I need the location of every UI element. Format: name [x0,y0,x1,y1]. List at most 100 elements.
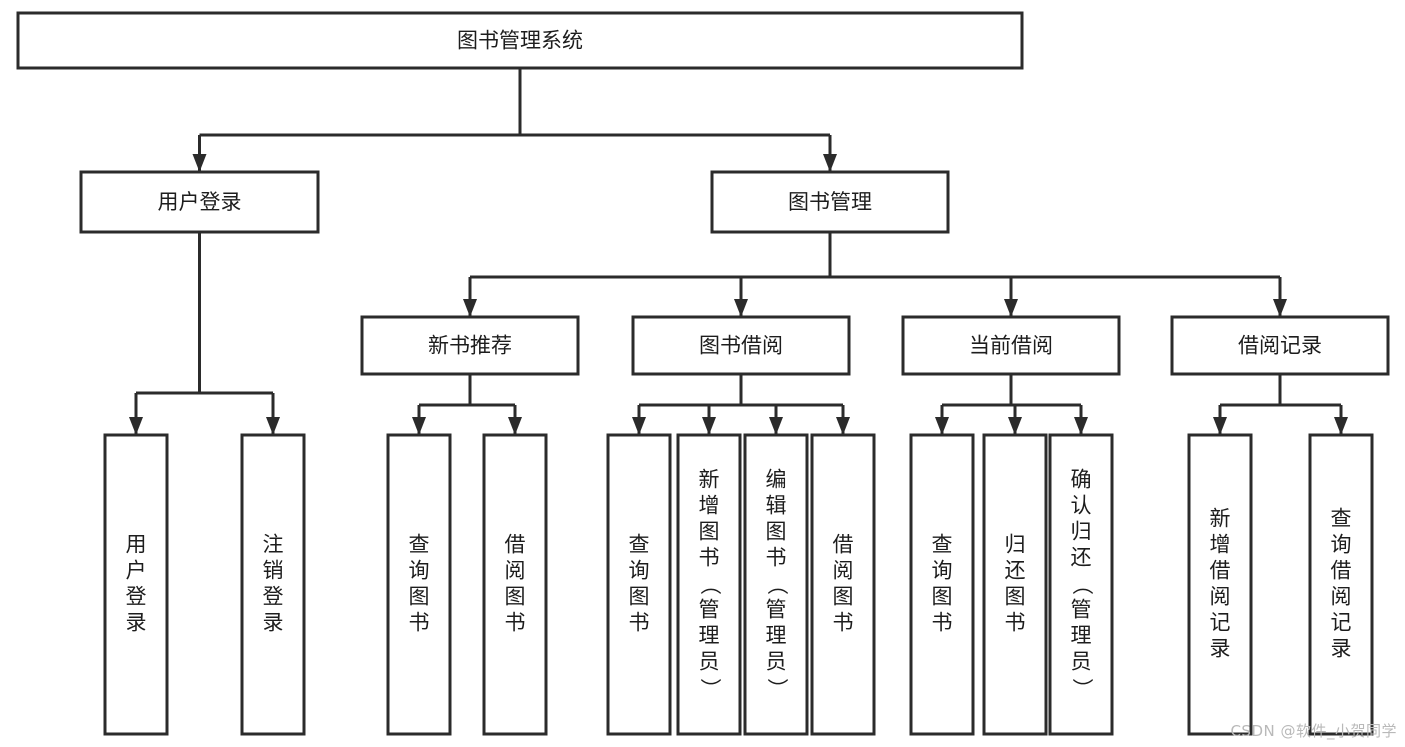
svg-text:阅: 阅 [833,559,854,583]
edge-book-mgmt-arrow-3 [1273,299,1287,317]
node-leaf-0[interactable]: 用户登录 [103,433,169,736]
node-leaf-6-box[interactable] [743,433,809,736]
node-leaf-0-box[interactable] [103,433,169,736]
svg-text:书: 书 [699,546,720,570]
svg-text:登: 登 [126,585,147,609]
node-level2-0[interactable]: 用户登录 [79,170,320,234]
svg-text:录: 录 [126,611,147,635]
svg-text:书: 书 [505,611,526,635]
svg-text:书: 书 [1005,611,1026,635]
node-level2-1[interactable]: 图书管理 [710,170,950,234]
node-level3-2-box[interactable] [901,315,1121,376]
node-root[interactable]: 图书管理系统 [16,11,1024,70]
node-level3-0-box[interactable] [360,315,580,376]
svg-text:记: 记 [1331,611,1352,635]
node-leaf-4-box[interactable] [606,433,672,736]
node-leaf-5-box[interactable] [676,433,742,736]
svg-text:图: 图 [699,520,720,544]
edge-user-login-arrow-1 [266,417,280,435]
svg-text:管: 管 [699,598,720,622]
node-level3-0[interactable]: 新书推荐 [360,315,580,376]
edge-l3-1-arrow-0 [632,417,646,435]
svg-text:借: 借 [1331,559,1352,583]
svg-text:编: 编 [766,468,787,492]
node-level2-0-label: 用户登录 [158,190,242,214]
svg-text:书: 书 [629,611,650,635]
svg-text:确: 确 [1071,468,1092,492]
svg-text:书: 书 [409,611,430,635]
node-level3-2[interactable]: 当前借阅 [901,315,1121,376]
svg-text:图: 图 [766,520,787,544]
svg-text:查: 查 [932,533,953,557]
svg-text:还: 还 [1071,546,1092,570]
svg-text:借: 借 [1210,559,1231,583]
svg-text:询: 询 [1331,533,1352,557]
edge-l3-1-arrow-2 [769,417,783,435]
svg-text:书: 书 [766,546,787,570]
edge-l3-1-arrow-3 [836,417,850,435]
svg-text:查: 查 [409,533,430,557]
node-leaf-9-box[interactable] [982,433,1048,736]
svg-text:书: 书 [932,611,953,635]
svg-text:录: 录 [1331,637,1352,661]
svg-text:询: 询 [409,559,430,583]
svg-text:理: 理 [1071,624,1092,648]
node-level3-1-box[interactable] [631,315,851,376]
svg-text:）: ） [765,678,789,699]
node-level3-3-label: 借阅记录 [1238,334,1322,358]
edge-l3-2-arrow-1 [1008,417,1022,435]
svg-text:登: 登 [263,585,284,609]
edge-book-mgmt-arrow-0 [463,299,477,317]
node-level2-1-label: 图书管理 [788,190,872,214]
node-leaf-1-box[interactable] [240,433,306,736]
edge-l3-2-arrow-0 [935,417,949,435]
node-level3-3[interactable]: 借阅记录 [1170,315,1390,376]
svg-text:员: 员 [699,650,720,674]
edge-root-arrow-0 [192,154,207,172]
node-leaf-7-box[interactable] [810,433,876,736]
node-level3-1[interactable]: 图书借阅 [631,315,851,376]
edge-l3-3-arrow-0 [1213,417,1227,435]
node-leaf-8-box[interactable] [909,433,975,736]
svg-text:增: 增 [699,494,720,518]
edge-l3-0-arrow-0 [412,417,426,435]
svg-text:）: ） [1070,678,1094,699]
svg-text:销: 销 [263,559,284,583]
svg-text:还: 还 [1005,559,1026,583]
node-level2-0-box[interactable] [79,170,320,234]
svg-text:（: （ [765,574,789,595]
node-leaf-12-box[interactable] [1308,433,1374,736]
node-leaf-2-box[interactable] [386,433,452,736]
node-level3-2-label: 当前借阅 [969,334,1053,358]
node-root-box[interactable] [16,11,1024,70]
node-leaf-11-box[interactable] [1187,433,1253,736]
node-leaf-10-box[interactable] [1048,433,1114,736]
svg-text:管: 管 [766,598,787,622]
svg-text:图: 图 [932,585,953,609]
node-level2-1-box[interactable] [710,170,950,234]
svg-text:用: 用 [126,533,147,557]
node-leaf-3-box[interactable] [482,433,548,736]
node-level3-3-box[interactable] [1170,315,1390,376]
